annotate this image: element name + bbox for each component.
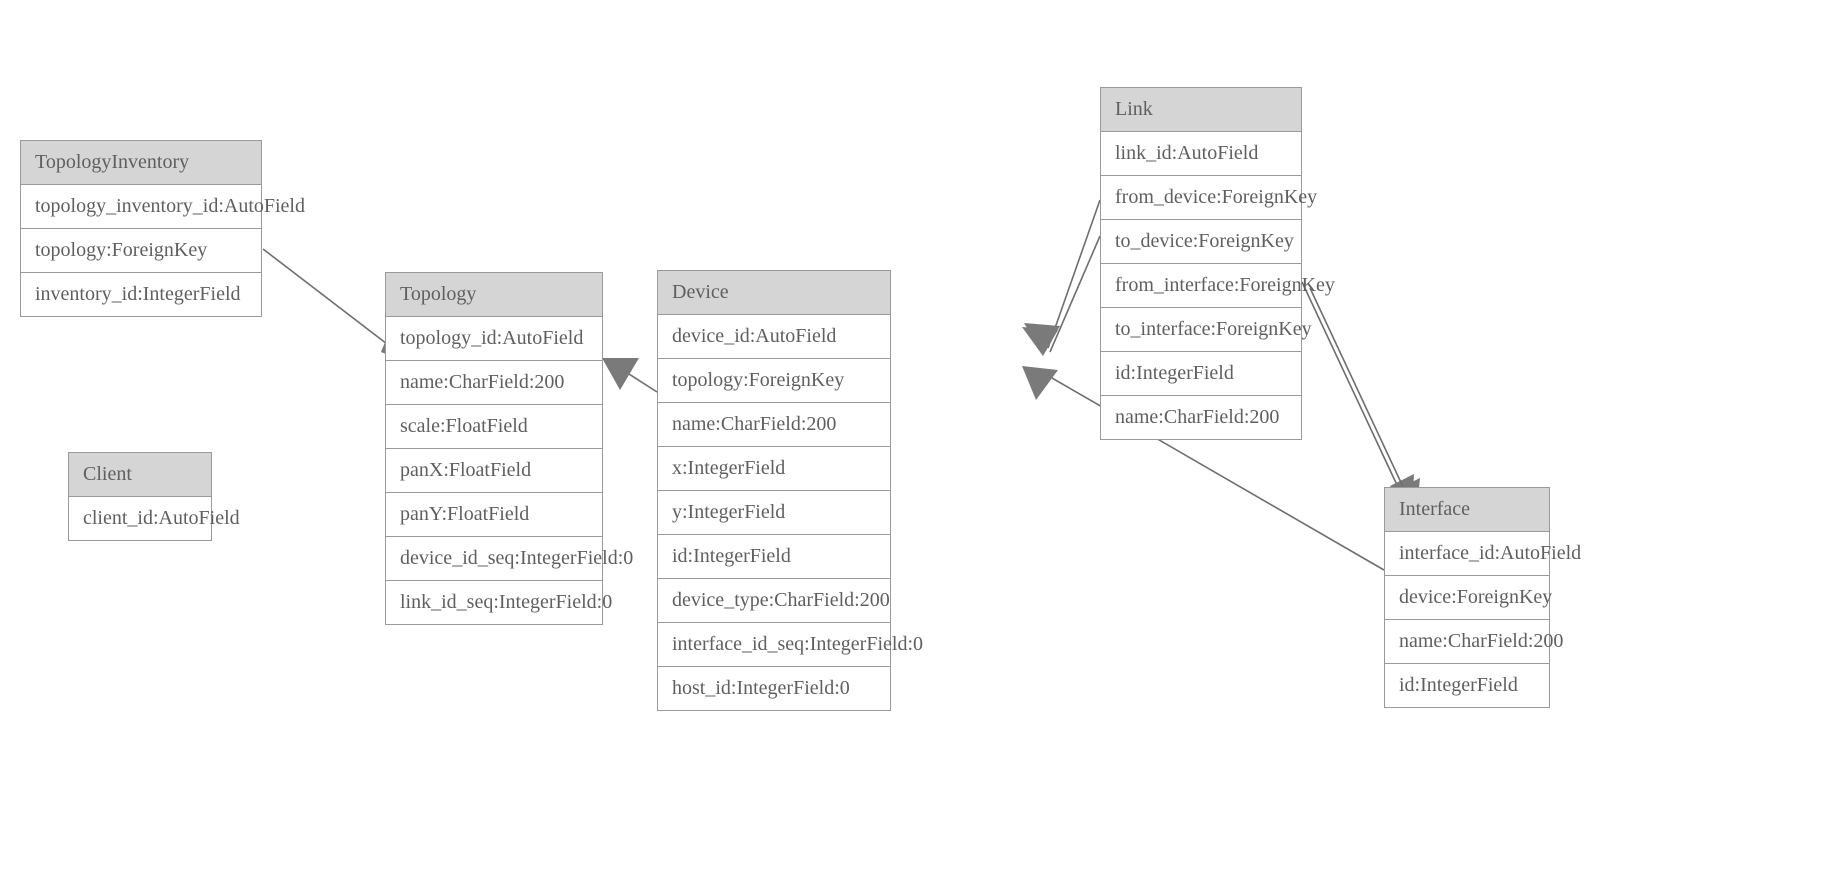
field-row: topology:ForeignKey bbox=[658, 359, 890, 403]
edge-link-from-interface bbox=[1301, 281, 1414, 516]
entity-title-device: Device bbox=[658, 271, 890, 315]
entity-fields-device: device_id:AutoField topology:ForeignKey … bbox=[658, 315, 923, 710]
field-row: device_type:CharField:200 bbox=[658, 579, 890, 623]
entity-title-topology: Topology bbox=[386, 273, 602, 317]
edge-link-to-interface bbox=[1309, 287, 1420, 518]
edge-link-to-device bbox=[1022, 235, 1101, 356]
entity-title-topologyinventory: TopologyInventory bbox=[21, 141, 261, 185]
field-row: interface_id:AutoField bbox=[1385, 532, 1581, 576]
field-row: name:CharField:200 bbox=[1101, 396, 1301, 439]
field-row: topology_inventory_id:AutoField bbox=[21, 185, 305, 229]
field-row: name:CharField:200 bbox=[386, 361, 602, 405]
entity-title-client: Client bbox=[69, 453, 211, 497]
field-row: topology:ForeignKey bbox=[21, 229, 261, 273]
field-row: id:IntegerField bbox=[658, 535, 890, 579]
entity-title-link: Link bbox=[1101, 88, 1301, 132]
entity-fields-client: client_id:AutoField bbox=[69, 497, 240, 540]
field-row: link_id_seq:IntegerField:0 bbox=[386, 581, 612, 624]
field-row: x:IntegerField bbox=[658, 447, 890, 491]
field-row: host_id:IntegerField:0 bbox=[658, 667, 890, 710]
field-row: topology_id:AutoField bbox=[386, 317, 602, 361]
field-row: panX:FloatField bbox=[386, 449, 602, 493]
entity-fields-topologyinventory: topology_inventory_id:AutoField topology… bbox=[21, 185, 305, 316]
entity-link[interactable]: Link link_id:AutoField from_device:Forei… bbox=[1100, 87, 1335, 440]
field-row: inventory_id:IntegerField bbox=[21, 273, 261, 316]
entity-fields-interface: interface_id:AutoField device:ForeignKey… bbox=[1385, 532, 1581, 707]
field-row: client_id:AutoField bbox=[69, 497, 240, 540]
entity-interface[interactable]: Interface interface_id:AutoField device:… bbox=[1384, 487, 1581, 708]
field-row: to_device:ForeignKey bbox=[1101, 220, 1301, 264]
field-row: name:CharField:200 bbox=[658, 403, 890, 447]
field-row: panY:FloatField bbox=[386, 493, 602, 537]
field-row: name:CharField:200 bbox=[1385, 620, 1563, 664]
field-row: to_interface:ForeignKey bbox=[1101, 308, 1312, 352]
field-row: interface_id_seq:IntegerField:0 bbox=[658, 623, 923, 667]
entity-title-interface: Interface bbox=[1385, 488, 1549, 532]
entity-device[interactable]: Device device_id:AutoField topology:Fore… bbox=[657, 270, 923, 711]
entity-topologyinventory[interactable]: TopologyInventory topology_inventory_id:… bbox=[20, 140, 305, 317]
entity-client[interactable]: Client client_id:AutoField bbox=[68, 452, 240, 541]
field-row: device_id_seq:IntegerField:0 bbox=[386, 537, 633, 581]
field-row: id:IntegerField bbox=[1101, 352, 1301, 396]
entity-fields-link: link_id:AutoField from_device:ForeignKey… bbox=[1101, 132, 1335, 439]
field-row: from_interface:ForeignKey bbox=[1101, 264, 1335, 308]
field-row: scale:FloatField bbox=[386, 405, 602, 449]
edge-device-topology bbox=[602, 358, 658, 393]
field-row: device_id:AutoField bbox=[658, 315, 890, 359]
field-row: from_device:ForeignKey bbox=[1101, 176, 1317, 220]
edge-link-from-device bbox=[1024, 199, 1101, 354]
field-row: id:IntegerField bbox=[1385, 664, 1549, 707]
field-row: device:ForeignKey bbox=[1385, 576, 1552, 620]
field-row: y:IntegerField bbox=[658, 491, 890, 535]
field-row: link_id:AutoField bbox=[1101, 132, 1301, 176]
entity-fields-topology: topology_id:AutoField name:CharField:200… bbox=[386, 317, 633, 624]
entity-topology[interactable]: Topology topology_id:AutoField name:Char… bbox=[385, 272, 633, 625]
